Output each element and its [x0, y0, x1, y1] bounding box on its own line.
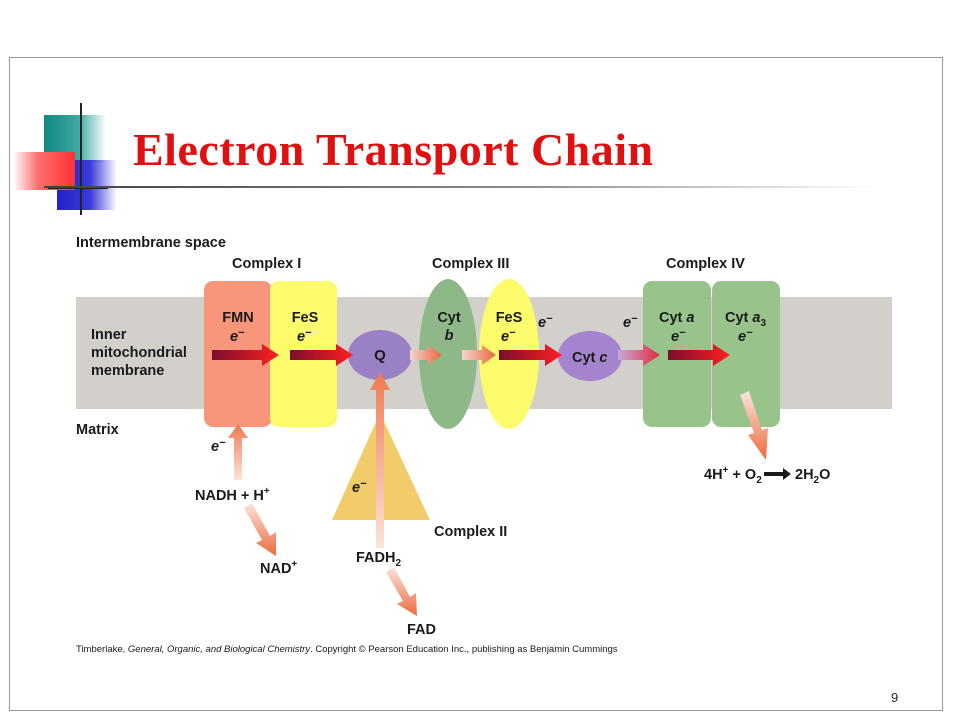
label-complex-2: Complex II	[434, 524, 507, 540]
electron-charge: −	[509, 327, 516, 339]
electron-label-fmn: e−	[230, 327, 245, 345]
label-nadh: NADH + H+	[195, 486, 270, 504]
label-membrane-line2: mitochondrial	[91, 345, 187, 361]
citation-book: General, Organic, and Biological Chemist…	[127, 644, 311, 655]
electron-label-to-cytc: e−	[538, 313, 553, 331]
reaction-4h-sup: +	[723, 465, 729, 476]
label-cyt-c-italic: c	[599, 350, 607, 366]
label-cyt-b-line1: Cyt	[437, 310, 461, 326]
label-fadh2: FADH2	[356, 550, 401, 569]
page-number: 9	[891, 690, 899, 705]
arrow-fadh-to-q	[370, 372, 390, 548]
q-ellipse	[348, 330, 412, 380]
label-fmn: FMN	[222, 310, 253, 326]
label-cyt-a-italic: a	[686, 310, 694, 326]
reaction-o: O	[819, 467, 830, 483]
electron-charge: −	[219, 437, 226, 449]
label-matrix: Matrix	[76, 422, 119, 438]
arrow-nadh-to-nad	[244, 503, 276, 556]
label-cyt-c-text: Cyt	[572, 350, 599, 366]
label-complex-3: Complex III	[432, 256, 509, 272]
label-q: Q	[374, 347, 386, 364]
electron-e: e	[352, 480, 360, 496]
arrow-nadh-to-complex1	[228, 424, 248, 480]
cyt-a3-box	[712, 281, 780, 427]
arrow-reaction	[764, 468, 791, 480]
label-intermembrane-space: Intermembrane space	[76, 235, 226, 251]
electron-e: e	[297, 329, 305, 345]
label-membrane-line3: membrane	[91, 363, 164, 379]
label-nad-sup: +	[291, 559, 297, 570]
label-membrane-line1: Inner	[91, 327, 127, 343]
arrow-fadh-to-fad	[386, 567, 417, 616]
arrow-cyta3-to-water	[740, 391, 768, 460]
arrow-cytb-to-fes	[462, 345, 496, 365]
reaction-o2-sub: 2	[756, 475, 762, 486]
slide-title: Electron Transport Chain	[133, 124, 654, 175]
label-complex-1: Complex I	[232, 256, 301, 272]
label-fes-complex1: FeS	[292, 310, 319, 326]
electron-charge: −	[679, 327, 686, 339]
label-cyt-a3-sub: 3	[760, 318, 766, 329]
label-reaction-right: 2H2O	[795, 467, 830, 486]
electron-charge: −	[631, 313, 638, 325]
electron-e: e	[623, 315, 631, 331]
electron-e: e	[230, 329, 238, 345]
label-nad-text: NAD	[260, 561, 291, 577]
label-cyt-a3: Cyt a3	[725, 310, 766, 329]
citation-author: Timberlake,	[76, 644, 128, 655]
arrow-cytc-to-cyta	[618, 344, 660, 366]
decor-horizontal-line	[48, 187, 108, 189]
electron-charge: −	[546, 313, 553, 325]
label-complex-4: Complex IV	[666, 256, 745, 272]
citation-rest: . Copyright © Pearson Education Inc., pu…	[310, 644, 618, 655]
electron-charge: −	[360, 478, 367, 490]
label-reaction-left: 4H+ + O2	[704, 465, 762, 486]
arrow-fes-to-cytc	[499, 344, 562, 366]
arrow-cyta-to-cyta3	[668, 344, 730, 366]
electron-e: e	[738, 329, 746, 345]
label-cyt-a: Cyt a	[659, 310, 694, 326]
label-cyt-b-line2: b	[445, 328, 454, 344]
label-nadh-sup: +	[264, 486, 270, 497]
citation: Timberlake, General, Organic, and Biolog…	[76, 644, 618, 655]
reaction-2h-sub: 2	[814, 475, 820, 486]
electron-charge: −	[746, 327, 753, 339]
reaction-2h: 2H	[795, 467, 814, 483]
electron-e: e	[501, 329, 509, 345]
electron-label-nadh: e−	[211, 437, 226, 455]
label-fadh-sub: 2	[395, 558, 401, 569]
electron-label-fes1: e−	[297, 327, 312, 345]
label-fadh-text: FADH	[356, 550, 395, 566]
electron-label-fes2: e−	[501, 327, 516, 345]
reaction-o2: + O	[728, 467, 756, 483]
label-cyt-a3-italic: a	[752, 310, 760, 326]
label-fes-complex3: FeS	[496, 310, 523, 326]
electron-label-cyta: e−	[671, 327, 686, 345]
label-fad: FAD	[407, 622, 436, 638]
arrow-q-to-cytb	[410, 345, 442, 365]
electron-label-cyta3: e−	[738, 327, 753, 345]
decor-red-square	[13, 152, 75, 190]
reaction-4h: 4H	[704, 467, 723, 483]
label-cyt-c: Cyt c	[572, 350, 607, 366]
electron-label-from-cytc: e−	[623, 313, 638, 331]
electron-e: e	[538, 315, 546, 331]
arrow-fes-to-q	[290, 344, 353, 366]
label-cyt-a3-text: Cyt	[725, 310, 752, 326]
label-cyt-a-text: Cyt	[659, 310, 686, 326]
cyt-c-ellipse	[558, 331, 622, 381]
electron-charge: −	[238, 327, 245, 339]
electron-e: e	[671, 329, 679, 345]
electron-e: e	[211, 439, 219, 455]
label-nadh-text: NADH + H	[195, 488, 264, 504]
cyt-b-ellipse	[419, 279, 477, 429]
electron-label-complex2: e−	[352, 478, 367, 496]
decor-vertical-line	[80, 103, 82, 215]
arrow-fmn-to-fes	[212, 344, 279, 366]
electron-charge: −	[305, 327, 312, 339]
title-underline	[44, 186, 874, 188]
label-nad: NAD+	[260, 559, 297, 577]
